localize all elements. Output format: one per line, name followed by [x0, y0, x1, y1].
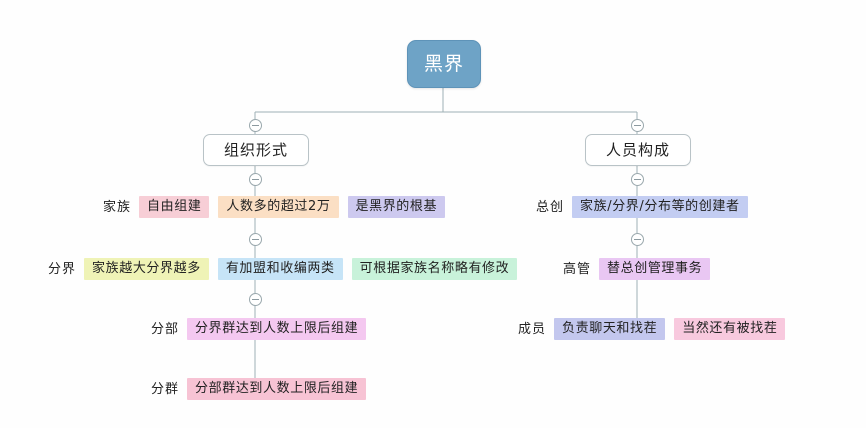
tag-zongchuang-1[interactable]: 家族/分界/分布等的创建者: [572, 196, 748, 218]
minus-circle-icon-fenjie[interactable]: [249, 233, 262, 246]
leaf-row-fenqun-label: 分群: [151, 381, 180, 397]
leaf-row-zongchuang: 总创 家族/分界/分布等的创建者: [536, 196, 748, 218]
minus-circle-icon-zongchuang[interactable]: [631, 173, 644, 186]
tag-chengyuan-1[interactable]: 负责聊天和找茬: [554, 318, 666, 340]
branch-node-organization-label: 组织形式: [223, 140, 288, 159]
tag-fenjie-1[interactable]: 家族越大分界越多: [84, 258, 209, 280]
tag-fenbu-1[interactable]: 分界群达到人数上限后组建: [187, 318, 367, 340]
root-node[interactable]: 黑界: [407, 40, 481, 88]
leaf-row-fenbu: 分部 分界群达到人数上限后组建: [151, 318, 367, 340]
leaf-row-fenqun: 分群 分部群达到人数上限后组建: [151, 378, 367, 400]
leaf-row-fenjie-label: 分界: [48, 261, 77, 277]
leaf-row-fenjie: 分界 家族越大分界越多 有加盟和收编两类 可根据家族名称略有修改: [48, 258, 518, 280]
tag-fenjie-2[interactable]: 有加盟和收编两类: [217, 258, 343, 280]
leaf-row-fenbu-label: 分部: [151, 321, 180, 337]
tag-fenqun-1[interactable]: 分部群达到人数上限后组建: [187, 378, 367, 400]
tag-gaoguan-1[interactable]: 替总创管理事务: [599, 258, 711, 280]
leaf-row-chengyuan-label: 成员: [518, 321, 547, 337]
leaf-row-chengyuan: 成员 负责聊天和找茬 当然还有被找茬: [518, 318, 786, 340]
branch-node-personnel[interactable]: 人员构成: [585, 134, 691, 166]
minus-circle-icon-organization-branch[interactable]: [249, 119, 262, 132]
tag-jiazu-2[interactable]: 人数多的超过2万: [218, 196, 339, 218]
branch-node-organization[interactable]: 组织形式: [203, 134, 309, 166]
tag-fenjie-3[interactable]: 可根据家族名称略有修改: [351, 258, 518, 280]
tag-chengyuan-2[interactable]: 当然还有被找茬: [674, 318, 786, 340]
leaf-row-gaoguan-label: 高管: [563, 261, 592, 277]
tag-jiazu-3[interactable]: 是黑界的根基: [347, 196, 446, 218]
minus-circle-icon-gaoguan[interactable]: [631, 233, 644, 246]
minus-circle-icon-personnel-branch[interactable]: [631, 119, 644, 132]
minus-circle-icon-fenbu[interactable]: [249, 293, 262, 306]
leaf-row-jiazu: 家族 自由组建 人数多的超过2万 是黑界的根基: [103, 196, 446, 218]
leaf-row-gaoguan: 高管 替总创管理事务: [563, 258, 711, 280]
root-node-label: 黑界: [423, 52, 464, 75]
leaf-row-jiazu-label: 家族: [103, 199, 132, 215]
tag-jiazu-1[interactable]: 自由组建: [139, 196, 210, 218]
leaf-row-zongchuang-label: 总创: [536, 199, 565, 215]
branch-node-personnel-label: 人员构成: [605, 140, 670, 159]
minus-circle-icon-jiazu[interactable]: [249, 173, 262, 186]
